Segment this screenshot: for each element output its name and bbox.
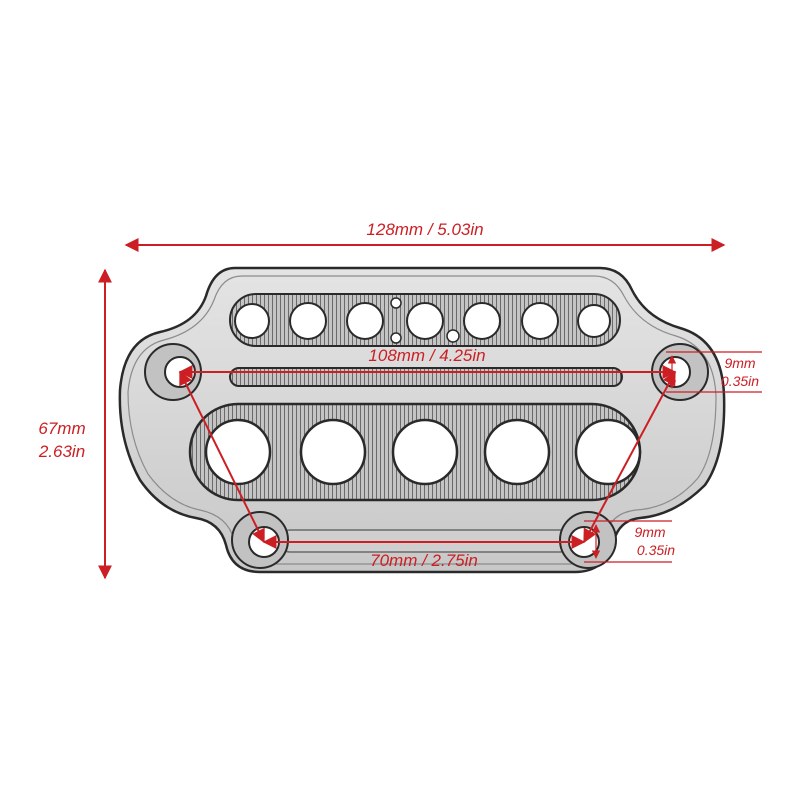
upper-hole-diameter-leader [666, 351, 762, 393]
small-hole [234, 303, 270, 339]
small-hole [463, 302, 501, 340]
large-hole [483, 418, 551, 486]
tiny-hole [390, 332, 402, 344]
middle-groove [229, 367, 623, 387]
small-hole [346, 302, 384, 340]
upper-hole-spacing-label: 108mm / 4.25in [368, 346, 485, 365]
top-hole-row [234, 297, 611, 344]
large-hole [574, 418, 642, 486]
lower-hole-dia-mm-label: 9mm [634, 524, 665, 540]
left-diagonal-arrow [179, 370, 265, 544]
lower-hole-diameter-leader [584, 520, 672, 563]
tiny-hole [390, 297, 402, 309]
small-hole [521, 302, 559, 340]
upper-hole-dia-in-label: 0.35in [721, 373, 759, 389]
small-hole [406, 302, 444, 340]
large-hole [204, 418, 272, 486]
small-hole [577, 304, 611, 338]
dimension-labels: 128mm / 5.03in 67mm 2.63in 108mm / 4.25i… [38, 220, 759, 570]
lower-hole-dia-in-label: 0.35in [637, 542, 675, 558]
dimension-annotations [98, 238, 762, 580]
right-diagonal-arrow [583, 370, 676, 544]
overall-height-mm-label: 67mm [38, 419, 85, 438]
large-hole [299, 418, 367, 486]
overall-height-in-label: 2.63in [38, 442, 85, 461]
overall-width-label: 128mm / 5.03in [366, 220, 483, 239]
upper-hole-dia-mm-label: 9mm [724, 355, 755, 371]
lower-hole-spacing-label: 70mm / 2.75in [370, 551, 478, 570]
handlebar-riser-plate [118, 266, 726, 574]
small-hole [289, 302, 327, 340]
large-hole [391, 418, 459, 486]
tiny-hole [446, 329, 460, 343]
